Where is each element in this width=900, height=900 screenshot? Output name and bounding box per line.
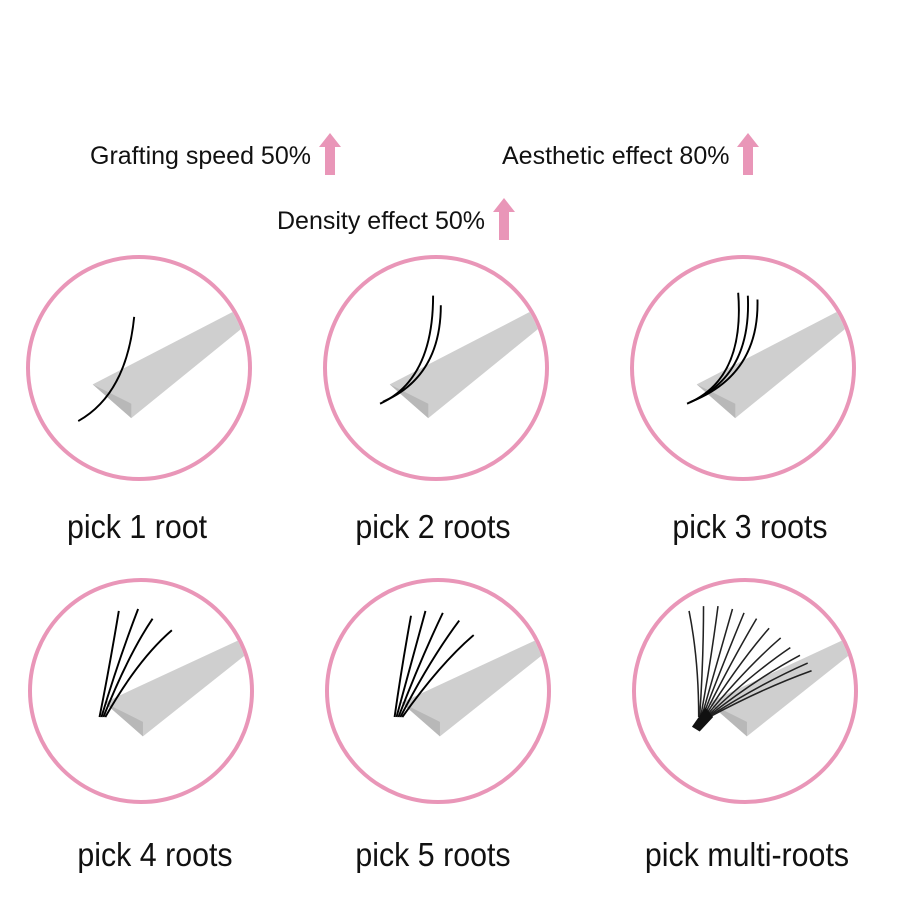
tweezer-illustration-1 — [26, 255, 252, 481]
stat-density-effect: Density effect 50% — [277, 198, 515, 240]
stat-label: Aesthetic effect 80% — [502, 142, 730, 170]
tweezer-illustration-2 — [323, 255, 549, 481]
item-label: pick 1 root — [66, 508, 208, 545]
tweezer-illustration-4 — [28, 578, 254, 804]
tweezer-lash-icon — [98, 608, 247, 737]
stat-grafting-speed: Grafting speed 50% — [90, 133, 341, 175]
stat-label: Density effect 50% — [277, 207, 485, 235]
stat-label: Grafting speed 50% — [90, 142, 311, 170]
item-label: pick multi-roots — [644, 836, 850, 873]
up-arrow-icon — [737, 133, 760, 175]
item-label: pick 2 roots — [355, 508, 511, 545]
tweezer-illustration-5 — [325, 578, 551, 804]
stat-aesthetic-effect: Aesthetic effect 80% — [502, 133, 760, 175]
tweezer-illustration-3 — [630, 255, 856, 481]
item-label: pick 3 roots — [672, 508, 828, 545]
tweezer-lash-icon — [688, 606, 851, 737]
tweezer-illustration-multi — [632, 578, 858, 804]
tweezer-lash-icon — [379, 295, 542, 419]
tweezer-lash-icon — [393, 610, 544, 737]
up-arrow-icon — [492, 198, 515, 240]
item-label: pick 4 roots — [77, 836, 233, 873]
tweezer-lash-icon — [77, 312, 245, 422]
item-label: pick 5 roots — [355, 836, 511, 873]
up-arrow-icon — [318, 133, 341, 175]
tweezer-lash-icon — [686, 292, 849, 419]
